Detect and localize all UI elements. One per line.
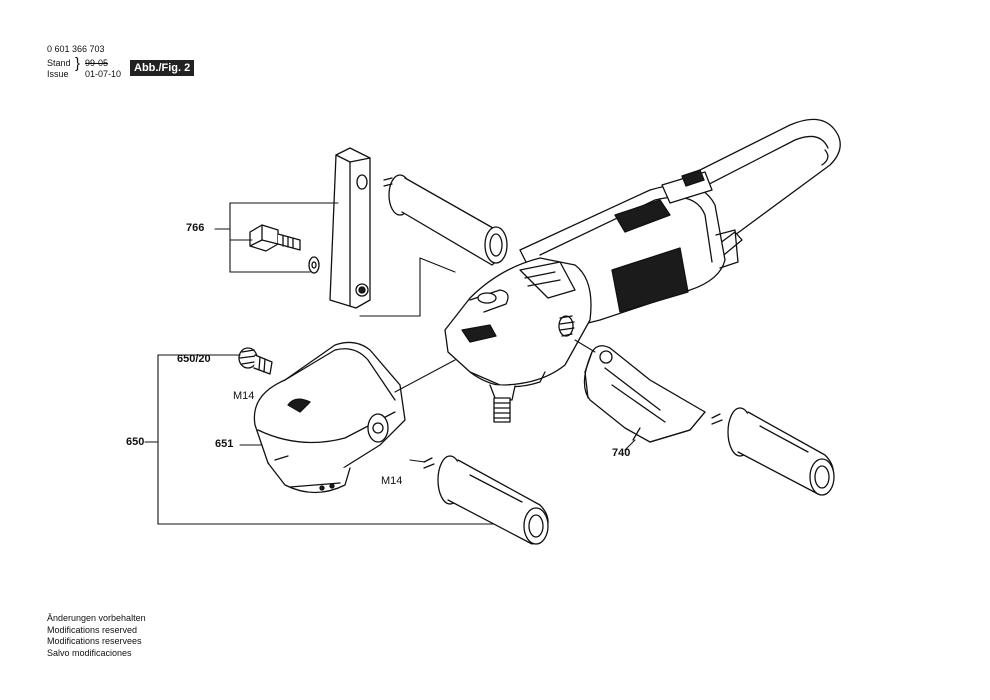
callout-m14-handle: M14 — [381, 475, 403, 487]
leader-misc — [409, 339, 636, 463]
part-766-bolt — [249, 224, 320, 274]
part-650-20-screw — [238, 347, 273, 375]
part-number: 0 601 366 703 — [47, 44, 105, 54]
part-651-cap — [253, 341, 406, 494]
callout-651: 651 — [215, 438, 234, 450]
figure-badge: Abb./Fig. 2 — [130, 60, 195, 76]
footer-line-en: Modifications reserved — [47, 624, 138, 635]
leader-766 — [214, 202, 456, 317]
brace-icon: } — [75, 55, 81, 72]
part-766-bracket — [329, 147, 371, 309]
stand-label: Stand — [47, 58, 71, 68]
callout-650: 650 — [126, 436, 145, 448]
part-766-knob-top — [383, 174, 508, 266]
issue-label: Issue — [47, 69, 69, 79]
grinder-gear-head — [444, 257, 592, 423]
side-handle-lower — [423, 455, 549, 545]
callout-766: 766 — [186, 222, 205, 234]
issue-date: 01-07-10 — [85, 69, 122, 79]
callout-650-20: 650/20 — [177, 353, 211, 365]
side-handle-socket-nut — [558, 315, 575, 337]
part-740-guard — [583, 345, 706, 443]
footer-line-fr: Modifications reservees — [47, 636, 142, 646]
stand-issue-block: Stand} 99-05 Issue 01-07-10 — [47, 55, 122, 80]
leader-650 — [144, 354, 521, 525]
callout-740: 740 — [612, 447, 631, 459]
side-handle-right — [711, 407, 835, 496]
modifications-notice: Änderungen vorbehalten Modifications res… — [47, 613, 146, 659]
footer-line-es: Salvo modificaciones — [47, 647, 132, 658]
callout-m14-cap: M14 — [233, 390, 255, 402]
stand-date: 99-05 — [85, 58, 109, 68]
footer-line-de: Änderungen vorbehalten — [47, 613, 146, 623]
